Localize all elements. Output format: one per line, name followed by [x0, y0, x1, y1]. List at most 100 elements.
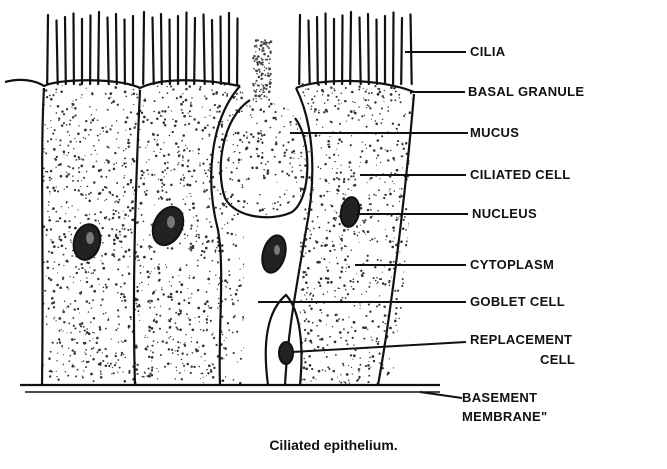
stipple-dot [350, 169, 352, 171]
stipple-dot [287, 141, 289, 143]
stipple-dot [126, 116, 128, 118]
stipple-dot [327, 277, 330, 280]
stipple-dot [188, 248, 190, 250]
stipple-dot [138, 221, 139, 222]
stipple-dot [313, 228, 315, 230]
stipple-dot [94, 213, 96, 215]
stipple-dot [382, 119, 383, 120]
stipple-dot [142, 183, 145, 186]
stipple-dot [117, 104, 119, 106]
mucus-stipple-dot [262, 62, 264, 64]
goblet-cup [221, 100, 308, 217]
stipple-dot [61, 329, 62, 330]
stipple-dot [179, 310, 182, 313]
stipple-dot [300, 170, 302, 172]
mucus-stipple-dot [268, 47, 270, 49]
stipple-dot [352, 337, 354, 339]
stipple-dot [302, 176, 304, 178]
stipple-dot [402, 337, 404, 339]
stipple-dot [166, 167, 168, 169]
stipple-dot [311, 368, 313, 370]
stipple-dot [242, 316, 244, 318]
stipple-dot [203, 182, 205, 184]
stipple-dot [326, 314, 328, 316]
stipple-dot [390, 93, 393, 96]
stipple-dot [237, 361, 238, 362]
stipple-dot [360, 305, 361, 306]
stipple-dot [148, 330, 150, 332]
stipple-dot [261, 134, 263, 136]
stipple-dot [268, 287, 270, 289]
stipple-dot [392, 226, 395, 229]
stipple-dot [105, 364, 108, 367]
stipple-dot [334, 90, 336, 92]
stipple-dot [203, 377, 204, 378]
stipple-dot [411, 220, 414, 223]
stipple-dot [246, 360, 249, 363]
stipple-dot [101, 260, 102, 261]
stipple-dot [317, 346, 319, 348]
stipple-dot [128, 272, 131, 275]
mucus-stipple-dot [258, 76, 261, 79]
stipple-dot [239, 284, 241, 286]
stipple-dot [305, 318, 307, 320]
stipple-dot [48, 219, 51, 222]
stipple-dot [118, 216, 121, 219]
stipple-dot [74, 339, 76, 341]
stipple-dot [144, 191, 146, 193]
mucus-stipple-dot [263, 41, 264, 42]
stipple-dot [261, 156, 264, 159]
stipple-dot [215, 251, 217, 253]
stipple-dot [80, 186, 81, 187]
stipple-dot [40, 87, 41, 88]
stipple-dot [153, 331, 155, 333]
stipple-dot [212, 260, 214, 262]
stipple-dot [310, 292, 312, 294]
stipple-dot [247, 349, 249, 351]
mucus-stipple-dot [266, 96, 268, 98]
stipple-dot [93, 347, 95, 349]
stipple-dot [368, 99, 370, 101]
stipple-dot [309, 364, 312, 367]
stipple-dot [138, 304, 140, 306]
stipple-dot [219, 208, 221, 210]
stipple-dot [416, 318, 418, 320]
stipple-dot [131, 207, 134, 210]
stipple-dot [293, 204, 295, 206]
stipple-dot [182, 157, 184, 159]
stipple-dot [261, 208, 264, 211]
stipple-dot [233, 134, 234, 135]
stipple-dot [146, 270, 149, 273]
stipple-dot [249, 361, 250, 362]
stipple-dot [88, 193, 90, 195]
mucus-stipple-dot [270, 40, 273, 43]
stipple-dot [149, 307, 151, 309]
stipple-dot [103, 286, 105, 288]
stipple-dot [347, 343, 349, 345]
stipple-dot [188, 123, 190, 125]
stipple-dot [140, 272, 142, 274]
stipple-dot [193, 217, 194, 218]
stipple-dot [66, 108, 68, 110]
stipple-dot [252, 92, 254, 94]
stipple-dot [232, 114, 233, 115]
stipple-dot [255, 87, 257, 89]
stipple-dot [413, 241, 415, 243]
stipple-dot [189, 115, 191, 117]
mucus-stipple-dot [262, 78, 264, 80]
stipple-dot [327, 94, 330, 97]
stipple-dot [190, 372, 192, 374]
stipple-dot [151, 345, 153, 347]
stipple-dot [135, 123, 137, 125]
stipple-dot [119, 234, 120, 235]
stipple-dot [190, 102, 192, 104]
stipple-dot [168, 198, 171, 201]
stipple-dot [186, 313, 188, 315]
stipple-dot [352, 373, 353, 374]
goblet-stipple [252, 39, 272, 101]
stipple-dot [348, 379, 349, 380]
stipple-dot [158, 279, 160, 281]
stipple-dot [379, 295, 380, 296]
stipple-dot [132, 187, 134, 189]
stipple-dot [68, 231, 69, 232]
